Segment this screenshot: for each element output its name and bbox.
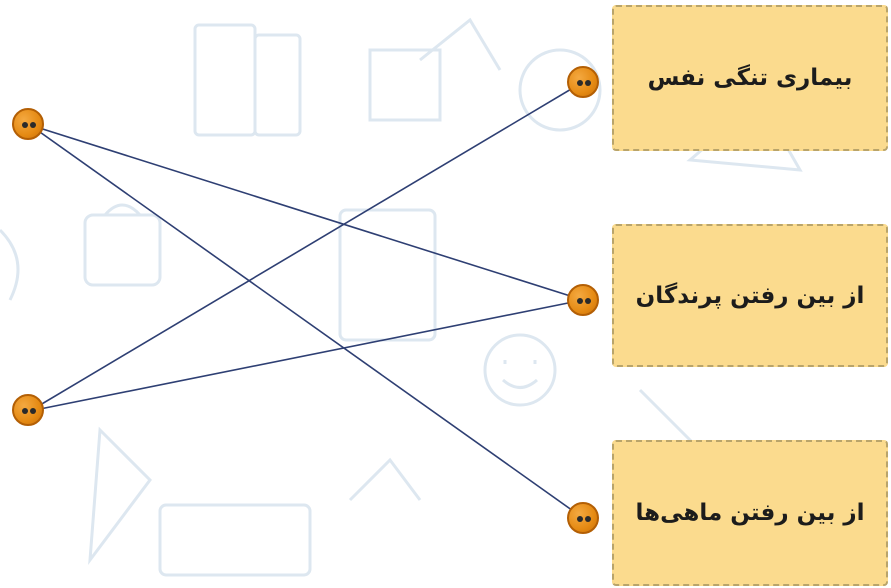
line-left2-to-right2 (29, 299, 584, 412)
smiley-dot-icon (22, 408, 28, 414)
right-dot-1[interactable] (567, 66, 599, 98)
left-dot-2[interactable] (12, 394, 44, 426)
smiley-dot-icon (577, 516, 583, 522)
smiley-dot-icon (577, 80, 583, 86)
answer-card-1[interactable]: بیماری تنگی نفس (612, 5, 888, 151)
smiley-dot-icon (22, 122, 28, 128)
smiley-dot-icon (577, 298, 583, 304)
answer-card-label: بیماری تنگی نفس (647, 65, 853, 91)
line-left1-to-right2 (29, 124, 584, 301)
answer-card-label: از بین رفتن پرندگان (635, 282, 865, 309)
line-left1-to-right3 (29, 124, 584, 519)
answer-card-2[interactable]: از بین رفتن پرندگان (612, 224, 888, 367)
line-left2-to-right1 (29, 81, 584, 412)
right-dot-2[interactable] (567, 284, 599, 316)
answer-card-3[interactable]: از بین رفتن ماهی‌ها (612, 440, 888, 586)
answer-card-label: از بین رفتن ماهی‌ها (635, 500, 865, 526)
right-dot-3[interactable] (567, 502, 599, 534)
left-dot-1[interactable] (12, 108, 44, 140)
